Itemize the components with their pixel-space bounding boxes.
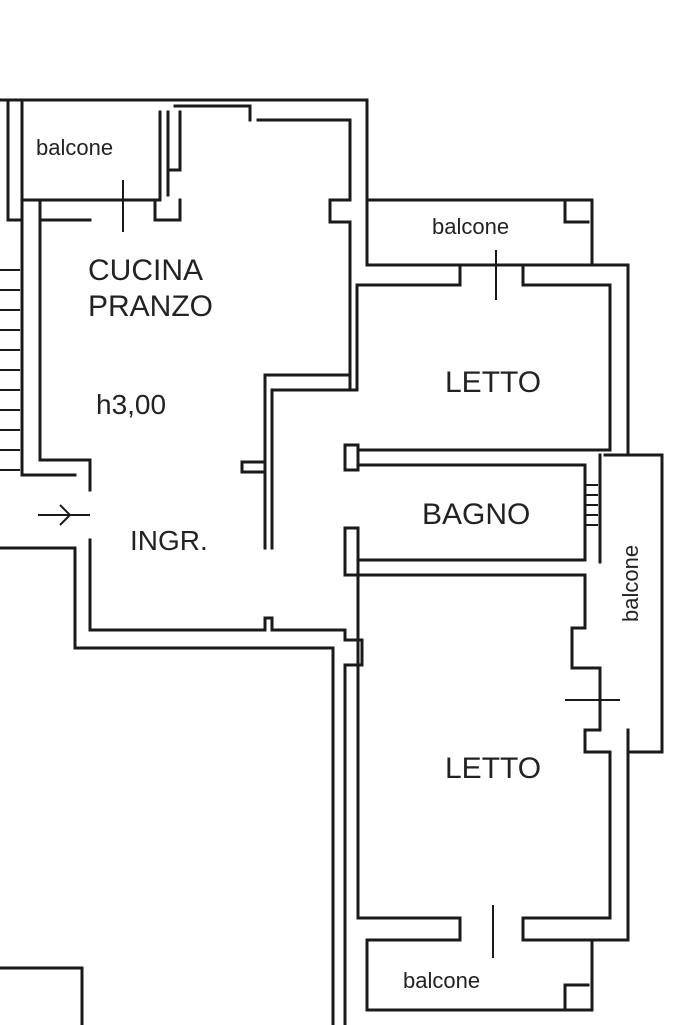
height-label: h3,00 — [96, 389, 166, 420]
ingresso-label: INGR. — [130, 525, 208, 556]
balcone-bottom-label: balcone — [403, 968, 480, 993]
outer-walls — [0, 98, 664, 1025]
bagno-label: BAGNO — [422, 498, 530, 531]
letto-upper-label: LETTO — [445, 366, 541, 399]
door-marks — [38, 180, 497, 958]
pranzo-label: PRANZO — [88, 290, 213, 323]
balcone-right-label: balcone — [618, 545, 643, 622]
balcone-top-left-label: balcone — [36, 135, 113, 160]
cucina-label: CUCINA — [88, 254, 203, 287]
balcone-top-right-label: balcone — [432, 214, 509, 239]
letto-lower-label: LETTO — [445, 752, 541, 785]
